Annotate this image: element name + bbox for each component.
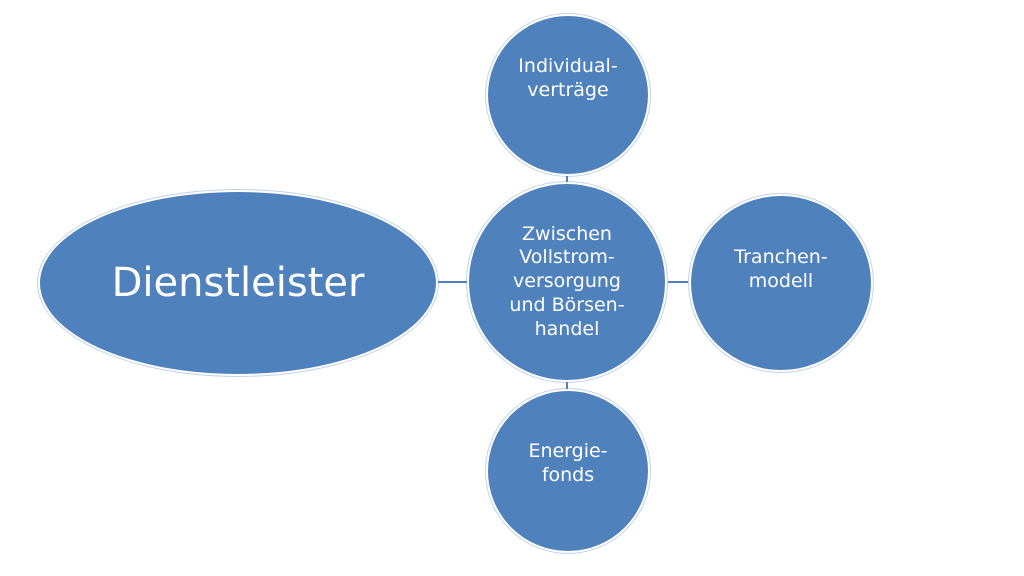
node-center-label: Zwischen Vollstrom- versorgung und Börse… <box>509 222 625 340</box>
node-energiefonds-label: Energie- fonds <box>528 440 608 486</box>
node-tranchenmodell-label: Tranchen- modell <box>734 246 828 292</box>
connector-top-center <box>566 174 568 184</box>
node-individualvertraege[interactable]: Individual- verträge <box>486 14 650 176</box>
node-dienstleister[interactable]: Dienstleister <box>38 190 438 376</box>
node-dienstleister-label: Dienstleister <box>111 260 365 306</box>
node-energiefonds[interactable]: Energie- fonds <box>486 389 650 553</box>
node-center[interactable]: Zwischen Vollstrom- versorgung und Börse… <box>467 182 667 382</box>
node-individualvertraege-label: Individual- verträge <box>518 55 618 101</box>
connector-center-right <box>668 281 688 283</box>
connector-center-bottom <box>566 380 568 390</box>
connector-main-center <box>438 281 468 283</box>
node-tranchenmodell[interactable]: Tranchen- modell <box>689 194 873 372</box>
